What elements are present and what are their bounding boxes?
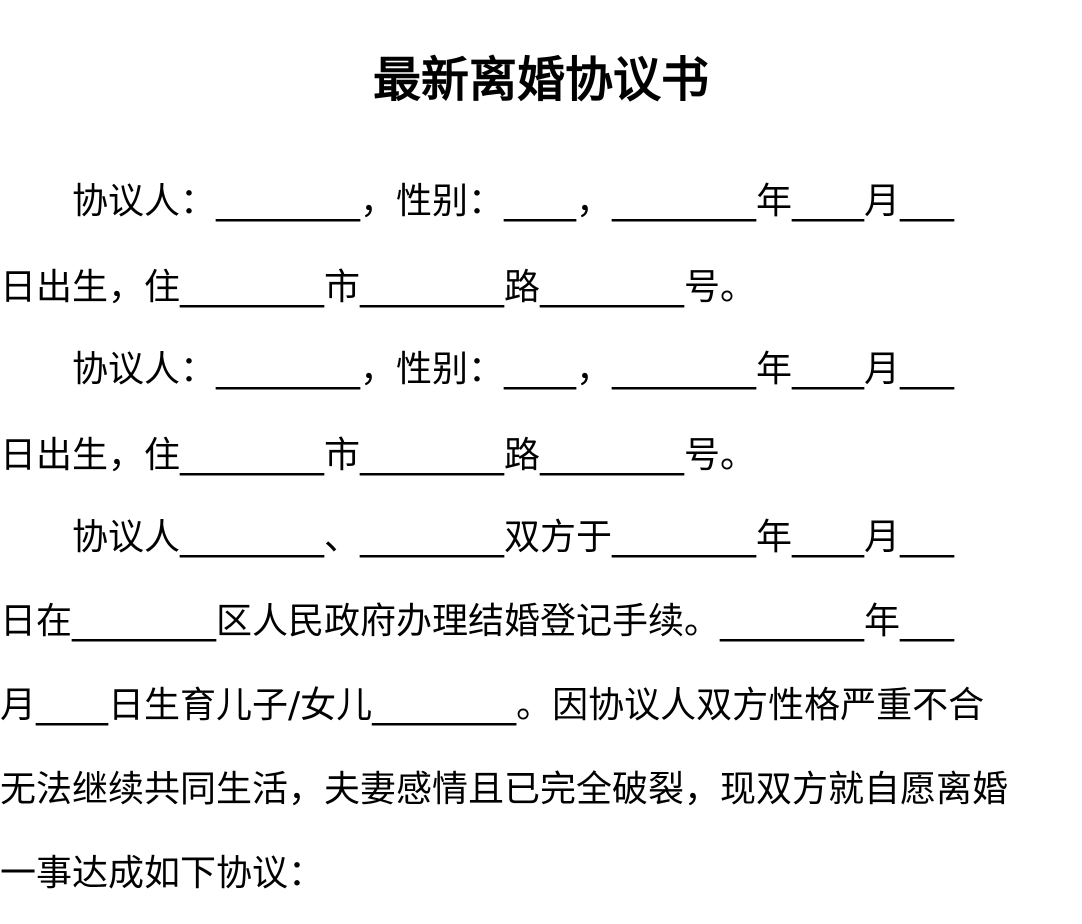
paragraph-line: 月____日生育儿子/女儿________。因协议人双方性格严重不合 xyxy=(0,685,985,726)
paragraph-line: 协议人：________，性别：____，________年____月___ xyxy=(72,181,955,222)
paragraph-line: 日出生，住________市________路________号。 xyxy=(0,435,757,476)
paragraph-line: 协议人：________，性别：____，________年____月___ xyxy=(72,349,955,390)
paragraph-line: 协议人________、________双方于________年____月___ xyxy=(72,517,955,558)
paragraph-line: 无法继续共同生活，夫妻感情且已完全破裂，现双方就自愿离婚 xyxy=(0,769,1009,810)
paragraph-line: 日在________区人民政府办理结婚登记手续。________年___ xyxy=(0,601,955,642)
paragraph-line: 一事达成如下协议： xyxy=(0,853,325,894)
document-title: 最新离婚协议书 xyxy=(372,52,709,108)
paragraph-line: 日出生，住________市________路________号。 xyxy=(0,267,757,308)
